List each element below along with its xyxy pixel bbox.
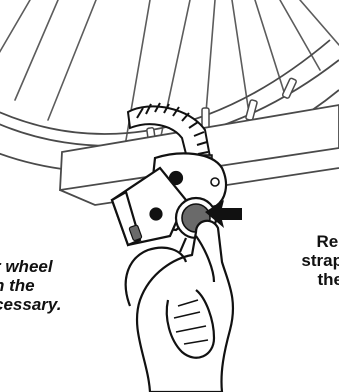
caption-right-line-2: strap <box>301 251 339 270</box>
instruction-caption-left: r wheel n the cessary. <box>0 257 61 314</box>
caption-left-line-3: cessary. <box>0 295 61 314</box>
caption-left-line-2: n the <box>0 276 61 295</box>
caption-right-line-3: the <box>301 270 339 289</box>
caption-right-line-1: Rel <box>301 232 339 251</box>
caption-left-line-1: r wheel <box>0 257 61 276</box>
hand-illustration <box>126 221 233 392</box>
instruction-caption-right: Rel strap the <box>301 232 339 289</box>
